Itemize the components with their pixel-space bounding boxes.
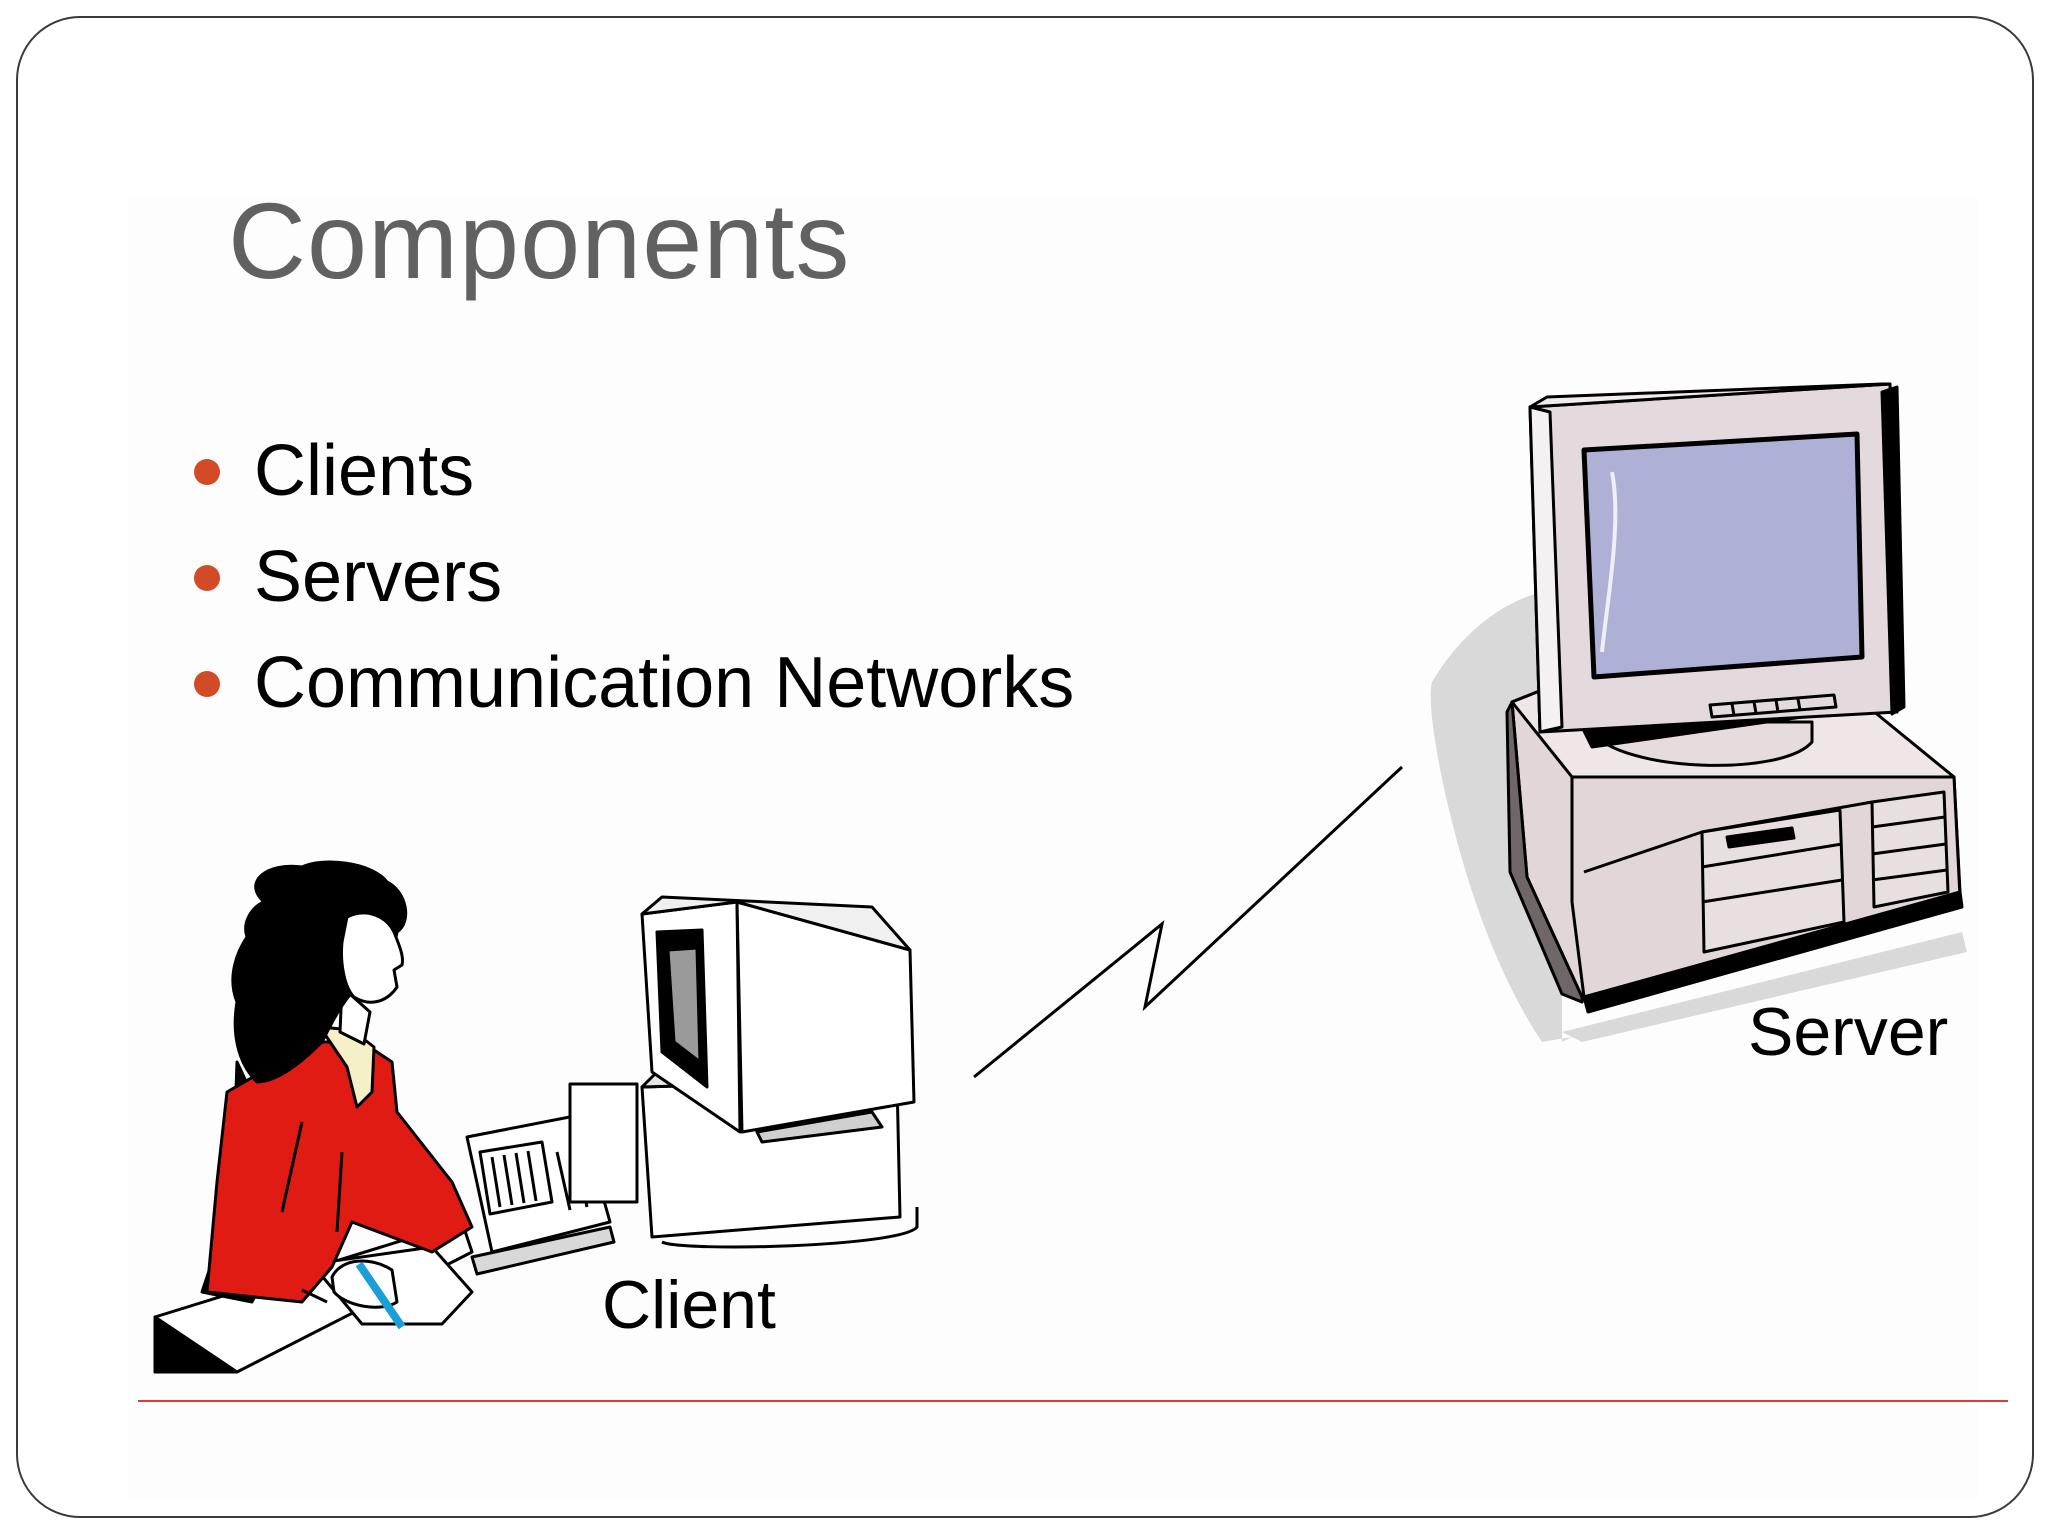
- bullet-item-servers: Servers: [178, 524, 1074, 630]
- slide: Components Clients Servers Communication…: [16, 16, 2034, 1518]
- bullet-label: Servers: [254, 537, 503, 617]
- bullet-item-networks: Communication Networks: [178, 630, 1074, 736]
- bullet-list: Clients Servers Communication Networks: [178, 418, 1074, 736]
- bullet-dot-icon: [194, 459, 220, 485]
- bullet-item-clients: Clients: [178, 418, 1074, 524]
- bullet-dot-icon: [194, 565, 220, 591]
- bullet-label: Clients: [254, 431, 475, 511]
- server-label: Server: [1748, 994, 1949, 1070]
- bullet-label: Communication Networks: [254, 643, 1075, 723]
- diagram-art: [153, 382, 1967, 1374]
- slide-title: Components: [228, 180, 851, 301]
- footer-divider: [138, 1400, 2008, 1402]
- client-label: Client: [602, 1267, 776, 1343]
- woman-at-computer-icon: [153, 860, 919, 1374]
- server-computer-icon: [1430, 382, 1967, 1042]
- bullet-dot-icon: [194, 671, 220, 697]
- lightning-link-icon: [973, 765, 1404, 1079]
